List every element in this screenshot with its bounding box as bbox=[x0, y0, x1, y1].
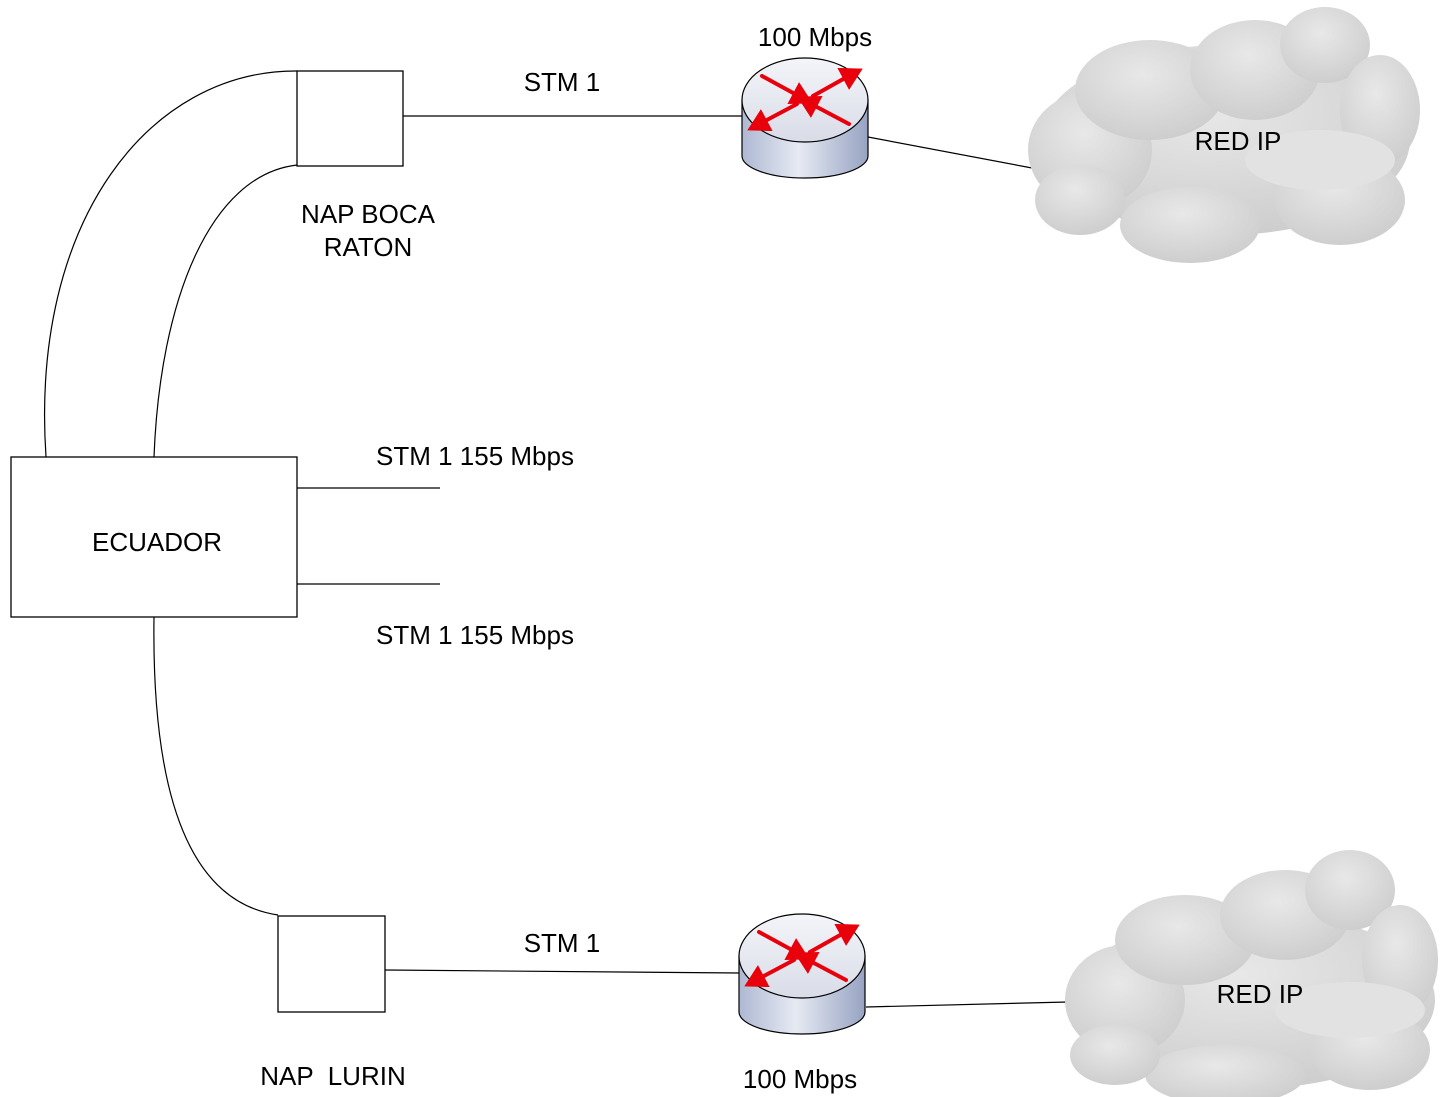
ecuador-node bbox=[10, 456, 298, 618]
stm-155-label-upper: STM 1 155 Mbps bbox=[376, 441, 574, 471]
stm-label-top: STM 1 bbox=[524, 67, 601, 97]
router-top-speed-label: 100 Mbps bbox=[758, 22, 872, 52]
router-bottom-speed-label: 100 Mbps bbox=[743, 1064, 857, 1094]
link-ecuador-lurin bbox=[153, 616, 279, 916]
router-icon bbox=[738, 913, 866, 1035]
stm-155-label-lower: STM 1 155 Mbps bbox=[376, 620, 574, 650]
ecuador-label: ECUADOR bbox=[92, 527, 222, 557]
nap-boca-raton-label-line2: RATON bbox=[324, 232, 413, 262]
nap-boca-raton-node bbox=[296, 70, 404, 167]
cloud-top-label: RED IP bbox=[1195, 126, 1282, 156]
cloud-icon bbox=[1065, 850, 1438, 1097]
link-ecuador-boca-outer bbox=[44, 70, 298, 458]
connection-lines bbox=[44, 70, 1069, 1008]
link-router-cloud-bottom bbox=[865, 1001, 1069, 1008]
nap-lurin-node bbox=[277, 915, 386, 1013]
stm-label-bottom: STM 1 bbox=[524, 928, 601, 958]
nap-lurin-label: NAP LURIN bbox=[260, 1061, 405, 1091]
cloud-icon bbox=[1028, 7, 1420, 263]
link-ecuador-boca-inner bbox=[153, 164, 298, 458]
nap-boca-raton-label-line1: NAP BOCA bbox=[301, 199, 436, 229]
link-lurin-router bbox=[384, 969, 741, 974]
cloud-bottom-label: RED IP bbox=[1217, 979, 1304, 1009]
link-router-cloud-top bbox=[867, 136, 1033, 169]
router-icon bbox=[741, 57, 869, 179]
